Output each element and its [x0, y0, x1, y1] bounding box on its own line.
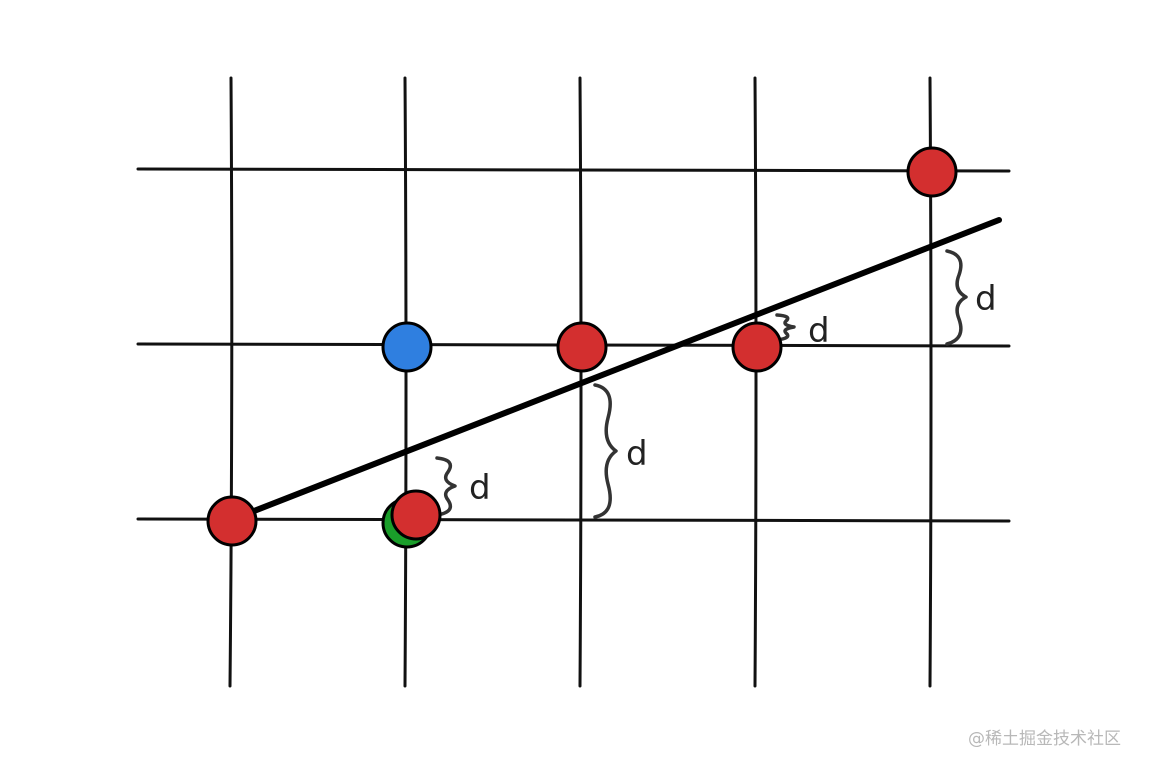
brace-2: [593, 383, 618, 519]
grid-vertical-line: [228, 76, 234, 688]
red-point: [556, 321, 608, 373]
red-point-end: [906, 146, 958, 198]
red-point-start: [206, 495, 258, 547]
main-line: [228, 217, 1002, 523]
distance-braces: [435, 249, 968, 519]
brace-4: [945, 249, 968, 346]
red-point: [390, 489, 442, 541]
watermark: @稀土掘金技术社区: [968, 729, 1121, 749]
distance-label: d: [975, 279, 997, 319]
grid-horizontal-line: [136, 167, 1011, 173]
grid-vertical-line: [753, 76, 758, 688]
grid-vertical-line: [403, 76, 408, 688]
blue-point: [381, 321, 433, 373]
distance-label: d: [808, 311, 830, 351]
distance-labels: d d d d: [469, 279, 997, 508]
distance-label: d: [626, 434, 648, 474]
points: [206, 146, 958, 549]
distance-label: d: [469, 468, 491, 508]
red-point: [731, 321, 783, 373]
brace-1: [435, 456, 457, 517]
grid-horizontal-line: [136, 517, 1011, 523]
brace-3: [775, 313, 796, 342]
